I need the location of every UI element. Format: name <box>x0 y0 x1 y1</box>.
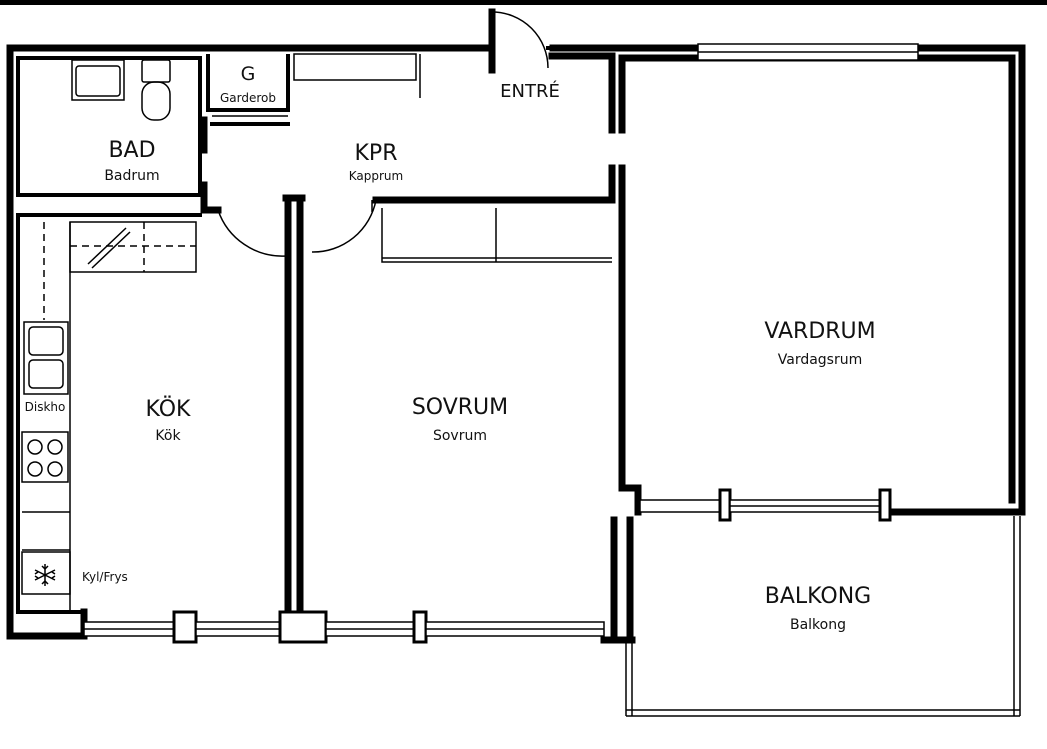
room-subtitle-balkong: Balkong <box>790 617 846 633</box>
room-title-kok: KÖK <box>146 396 192 422</box>
room-title-entre: ENTRÉ <box>500 80 560 102</box>
vardrum-top-window <box>697 43 919 61</box>
room-subtitle-bad: Badrum <box>104 168 159 184</box>
entrance-door <box>488 8 554 74</box>
room-title-garderob: G <box>241 63 256 85</box>
fixture-label-kylfrys: Kyl/Frys <box>82 570 128 584</box>
bottom-windows <box>83 610 605 644</box>
room-subtitle-sovrum: Sovrum <box>433 428 487 444</box>
top-border-band <box>0 0 1047 5</box>
bathroom-fixtures <box>71 59 171 121</box>
fixture-label-diskho: Diskho <box>25 400 66 414</box>
room-title-sovrum: SOVRUM <box>412 395 508 420</box>
balcony-railing <box>625 516 1021 717</box>
room-title-kpr: KPR <box>355 141 398 166</box>
room-subtitle-kok: Kök <box>155 428 181 444</box>
hallway-closet <box>293 53 421 98</box>
room-title-vardrum: VARDRUM <box>764 319 875 344</box>
room-title-bad: BAD <box>108 138 155 163</box>
bad-door <box>217 209 287 257</box>
room-subtitle-kpr: Kapprum <box>349 169 403 183</box>
room-title-balkong: BALKONG <box>765 584 871 609</box>
outer-walls <box>6 44 1026 640</box>
room-subtitle-vardrum: Vardagsrum <box>778 352 863 368</box>
snowflake-icon <box>34 564 56 586</box>
interior-walls <box>16 52 1016 644</box>
sovrum-door <box>311 199 377 253</box>
balcony-door-windows <box>639 488 892 522</box>
room-subtitle-garderob: Garderob <box>220 91 276 105</box>
kitchen-fixtures <box>21 221 197 612</box>
sovrum-wardrobe <box>381 208 612 263</box>
